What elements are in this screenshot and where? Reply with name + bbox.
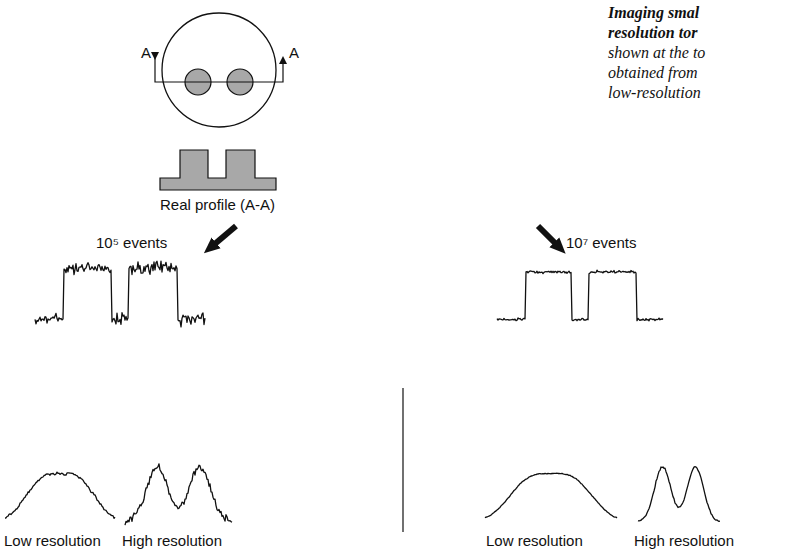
profile-label: High resolution (634, 532, 734, 549)
profile-curves (5, 261, 720, 525)
profile-curve (5, 472, 115, 518)
profile-curve (35, 261, 205, 327)
profile-label: 10⁷ events (566, 234, 636, 251)
caption-line: obtained from (608, 64, 698, 82)
profile-curve (485, 473, 617, 518)
profile-label: High resolution (122, 532, 222, 549)
caption-line: Imaging smal (608, 4, 699, 22)
big-arrow-right (538, 226, 560, 248)
profile-label: 10⁵ events (96, 234, 167, 251)
section-letter: A (289, 44, 299, 61)
profile-curve (497, 270, 663, 321)
divider (402, 388, 403, 532)
profile-label: Low resolution (486, 532, 583, 549)
object-circle (162, 13, 276, 127)
section-letter: A (141, 44, 151, 61)
caption-line: resolution tor (608, 24, 697, 42)
caption-line: low-resolution (608, 84, 701, 102)
real-profile (160, 150, 276, 190)
profile-label: Low resolution (4, 532, 101, 549)
big-arrow-left (210, 226, 236, 248)
profile-curve (125, 464, 232, 525)
section-line (155, 58, 283, 82)
caption-line: shown at the to (608, 44, 705, 62)
profile-label: Real profile (A-A) (160, 196, 275, 213)
profile-curve (638, 467, 720, 522)
